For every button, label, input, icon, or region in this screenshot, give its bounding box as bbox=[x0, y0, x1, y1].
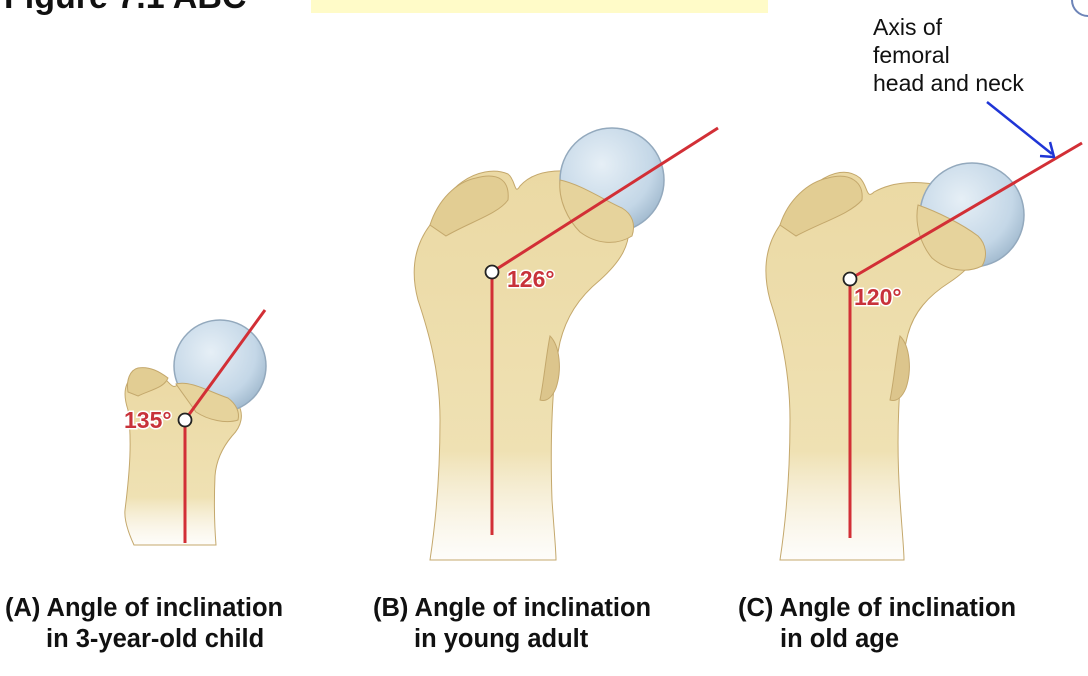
caption-panel-a: (A) Angle of inclination in 3-year-old c… bbox=[5, 594, 283, 653]
caption-c-line-1: (C) Angle of inclination bbox=[738, 594, 1016, 622]
figure-header: Figure 7.1 ABC bbox=[4, 0, 1088, 17]
femoral-head-bone-old-age bbox=[916, 204, 986, 271]
femoral-head-bone-child bbox=[175, 382, 239, 423]
greater-trochanter-young-adult bbox=[429, 175, 509, 237]
caption-c-line-2: in old age bbox=[780, 625, 899, 653]
femur-panel-young-adult: 126° bbox=[413, 126, 719, 561]
angle-label-child: 135° bbox=[124, 407, 172, 433]
lesser-trochanter-old-age bbox=[889, 334, 910, 401]
caption-b-line-1: (B) Angle of inclination bbox=[373, 594, 651, 622]
angle-vertex-old-age bbox=[842, 271, 858, 287]
caption-a-line-1: (A) Angle of inclination bbox=[5, 594, 283, 622]
caption-b-line-2: in young adult bbox=[414, 625, 589, 653]
angle-label-old-age: 120° bbox=[854, 284, 902, 310]
corner-emblem-icon bbox=[1071, 0, 1088, 17]
arrow-icon bbox=[986, 101, 1056, 159]
caption-panel-c: (C) Angle of inclination in old age bbox=[738, 594, 1016, 653]
figure-title: Figure 7.1 ABC bbox=[4, 0, 246, 16]
angle-vertex-child bbox=[177, 412, 193, 428]
greater-trochanter-old-age bbox=[779, 175, 863, 237]
lesser-trochanter-young-adult bbox=[539, 334, 560, 401]
axis-line-neck-young-adult bbox=[491, 126, 719, 274]
angle-vertex-young-adult bbox=[484, 264, 500, 280]
axis-annotation: Axis of femoral head and neck bbox=[873, 14, 1056, 159]
angle-label-young-adult: 126° bbox=[507, 266, 555, 292]
axis-line-neck-old-age bbox=[849, 141, 1083, 281]
axis-annotation-line-1: Axis of bbox=[873, 14, 943, 40]
femur-shaft-young-adult bbox=[413, 170, 630, 561]
caption-a-line-2: in 3-year-old child bbox=[46, 625, 264, 653]
header-accent-bar bbox=[311, 0, 768, 13]
axis-annotation-line-2: femoral bbox=[873, 42, 950, 68]
greater-trochanter-child bbox=[127, 367, 169, 397]
caption-panel-b: (B) Angle of inclination in young adult bbox=[373, 594, 651, 653]
femur-panel-child: 135° bbox=[123, 309, 267, 546]
axis-annotation-line-3: head and neck bbox=[873, 70, 1024, 96]
femur-panel-old-age: 120° bbox=[765, 141, 1083, 561]
axis-line-neck-child bbox=[183, 309, 267, 421]
